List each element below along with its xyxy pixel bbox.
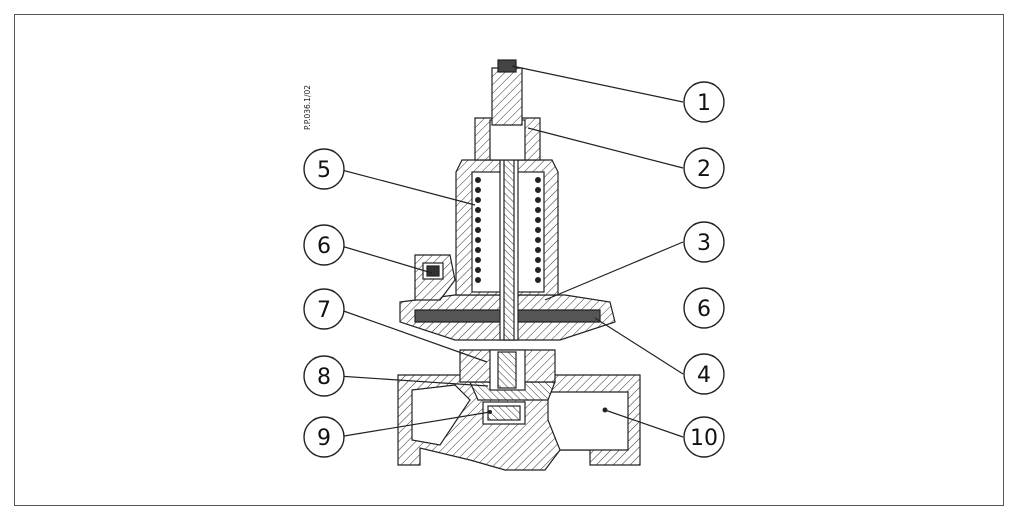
leader-lines — [337, 65, 684, 438]
callout-3: 3 — [683, 221, 725, 263]
callout-circle — [303, 288, 345, 330]
callout-6: 6 — [683, 287, 725, 329]
callout-number: 8 — [317, 365, 331, 390]
callout-circle — [683, 81, 725, 123]
callout-number: 10 — [690, 426, 718, 451]
callout-6: 6 — [303, 224, 345, 266]
callout-number: 9 — [317, 426, 331, 451]
callout-circle — [303, 355, 345, 397]
callout-number: 3 — [697, 231, 711, 256]
callouts: 1 2 3 4 5 6 6 7 8 9 10 — [303, 81, 725, 458]
callout-1: 1 — [683, 81, 725, 123]
callout-10: 10 — [683, 416, 725, 458]
callout-circle — [683, 147, 725, 189]
callout-5: 5 — [303, 148, 345, 190]
valve-body — [397, 59, 641, 471]
drawing-frame — [14, 14, 1004, 506]
callout-number: 7 — [317, 298, 331, 323]
callout-7: 7 — [303, 288, 345, 330]
callout-circle — [683, 416, 725, 458]
callout-circle — [683, 287, 725, 329]
callout-number: 1 — [697, 91, 711, 116]
callout-number: 4 — [697, 363, 711, 388]
callout-number: 5 — [317, 158, 331, 183]
callout-number: 2 — [697, 157, 711, 182]
callout-4: 4 — [683, 353, 725, 395]
callout-circle — [683, 221, 725, 263]
callout-2: 2 — [683, 147, 725, 189]
callout-circle — [303, 224, 345, 266]
callout-number: 6 — [317, 234, 331, 259]
callout-number: 6 — [697, 297, 711, 322]
callout-circle — [303, 148, 345, 190]
callout-circle — [303, 416, 345, 458]
callout-9: 9 — [303, 416, 345, 458]
callout-circle — [683, 353, 725, 395]
callout-8: 8 — [303, 355, 345, 397]
